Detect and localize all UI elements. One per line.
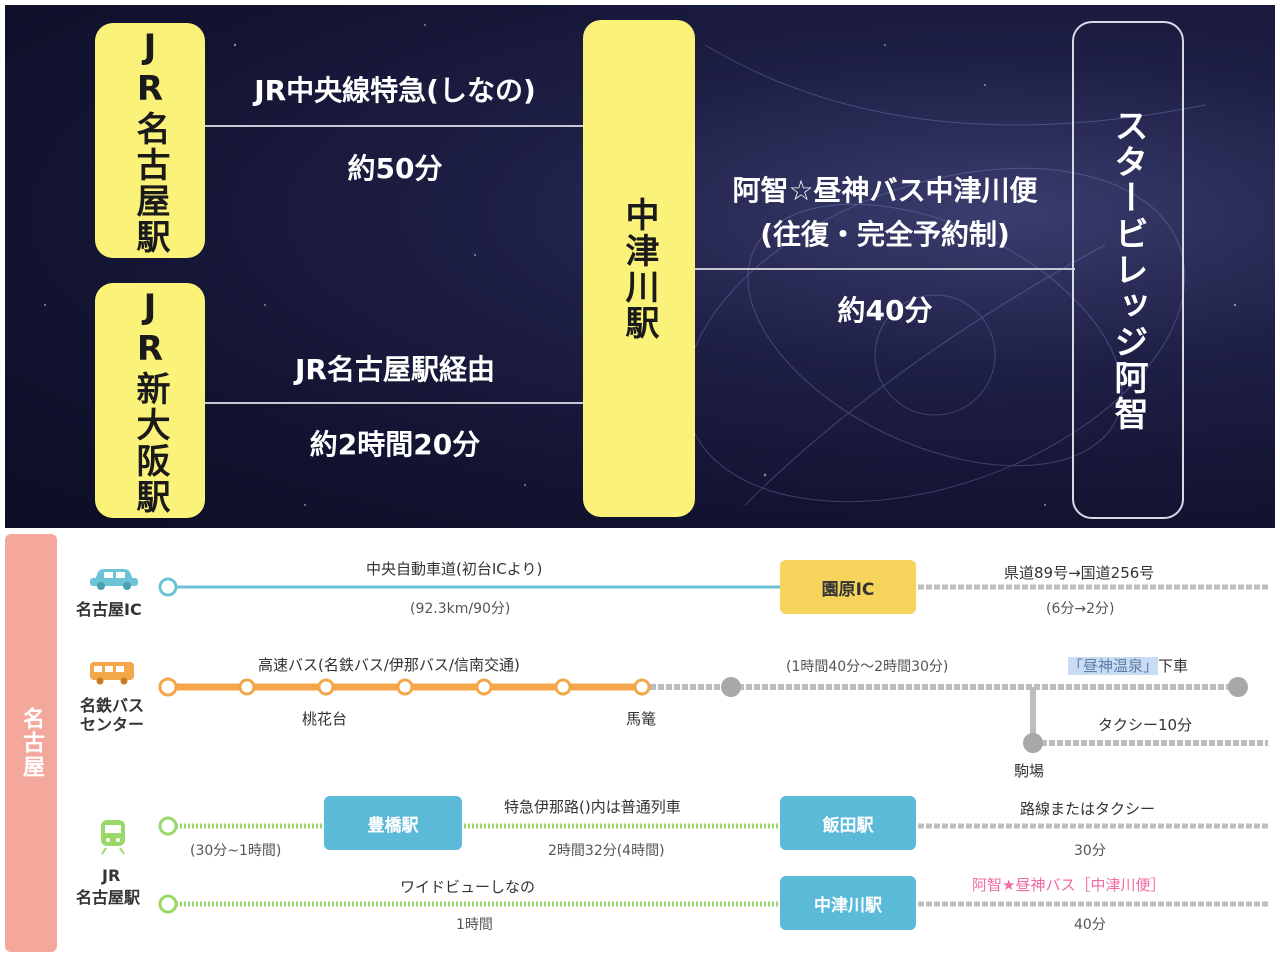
nagoya-station-label: JR名古屋駅 <box>130 26 170 255</box>
bus-stop-node <box>633 678 651 696</box>
star-village-box: スタービレッジ阿智 <box>1072 21 1184 519</box>
bus-stop-tokadai: 桃花台 <box>302 710 348 728</box>
bus-destination: 「昼神温泉」下車 <box>1068 655 1188 676</box>
route1-time: 約50分 <box>347 152 443 185</box>
route-lines-svg <box>158 577 1268 914</box>
top-route-panel: JR名古屋駅 JR新大阪駅 中津川駅 スタービレッジ阿智 JR中央線特急(しなの… <box>5 5 1275 528</box>
star-village-label: スタービレッジ阿智 <box>1108 108 1148 432</box>
car-route-detail: (92.3km/90分) <box>410 601 511 617</box>
car-next-time: (6分→2分) <box>1046 601 1115 617</box>
train-origin-node-1 <box>158 816 178 836</box>
train-origin-node-2 <box>158 894 178 914</box>
car-next-route: 県道89号→国道256号 <box>1004 564 1155 582</box>
shin-osaka-station-label: JR新大阪駅 <box>130 286 170 515</box>
route2-time: 約2時間20分 <box>309 428 481 461</box>
train-origin-label-2: 名古屋駅 <box>76 888 141 907</box>
bottom-access-map: 名古屋 <box>0 528 1280 960</box>
train-route-label: 特急伊那路()内は普通列車 <box>504 798 681 816</box>
achi-bus-time: 40分 <box>1074 917 1106 933</box>
nagoya-sidebar: 名古屋 <box>5 534 57 952</box>
bus-time: 約40分 <box>837 294 933 327</box>
bus-gray-node <box>721 677 741 697</box>
bus-time: (1時間40分～2時間30分) <box>786 659 949 675</box>
wideview-label: ワイドビューしなの <box>400 878 536 896</box>
bus-stop-node <box>238 678 256 696</box>
bus-origin-node <box>158 677 178 697</box>
toyohashi-station-box: 豊橋駅 <box>324 796 462 850</box>
bus-komaba-label: 駒場 <box>1014 762 1045 780</box>
bus-label-line1: 阿智☆昼神バス中津川便 <box>732 174 1038 207</box>
train-origin-label-1: JR <box>102 866 121 885</box>
bus-stop-node <box>554 678 572 696</box>
route2-label: JR名古屋駅経由 <box>295 353 495 386</box>
bus-origin-label-1: 名鉄バス <box>80 696 145 715</box>
wideview-time: 1時間 <box>456 917 493 933</box>
car-origin-label: 名古屋IC <box>76 600 142 619</box>
sonohara-ic-box: 園原IC <box>780 560 916 614</box>
bus-stop-node <box>396 678 414 696</box>
iida-next-label: 路線またはタクシー <box>1020 800 1156 818</box>
bus-route-label: 高速バス(名鉄バス/伊那バス/信南交通) <box>258 656 520 674</box>
car-icon <box>90 569 138 590</box>
bus-origin-label-2: センター <box>80 715 145 734</box>
route1-label: JR中央線特急(しなの) <box>254 74 536 107</box>
nagoya-station-box: JR名古屋駅 <box>95 23 205 258</box>
train-seg1-time: (30分~1時間) <box>190 843 282 859</box>
bus-stop-magome: 馬篭 <box>626 710 657 728</box>
bus-gray-node <box>1228 677 1248 697</box>
bus-taxi-label: タクシー10分 <box>1098 716 1193 734</box>
shin-osaka-station-box: JR新大阪駅 <box>95 283 205 518</box>
route-line-nagoya <box>205 125 585 127</box>
sidebar-label: 名古屋 <box>19 707 44 779</box>
train-icon <box>101 820 125 855</box>
car-origin-node <box>158 577 178 597</box>
achi-bus-label: 阿智★昼神バス［中津川便］ <box>972 876 1166 894</box>
bus-stop-node <box>317 678 335 696</box>
bus-icon <box>90 662 134 685</box>
nakatsugawa-station-label: 中津川駅 <box>619 196 659 341</box>
train-seg2-time: 2時間32分(4時間) <box>548 843 665 859</box>
iida-next-time: 30分 <box>1074 843 1106 859</box>
route-line-osaka <box>205 402 585 404</box>
iida-station-box: 飯田駅 <box>780 796 916 850</box>
bus-gray-node <box>1023 733 1043 753</box>
bus-stop-node <box>475 678 493 696</box>
bus-destination-suffix: 下車 <box>1158 657 1189 675</box>
nakatsugawa-station-box-bottom: 中津川駅 <box>780 876 916 930</box>
car-route-label: 中央自動車道(初台ICより) <box>366 560 543 578</box>
bus-label-line2: (往復・完全予約制) <box>760 218 1010 251</box>
nakatsugawa-station-box: 中津川駅 <box>583 20 695 517</box>
route-line-bus <box>695 268 1075 270</box>
bus-destination-highlight: 「昼神温泉」 <box>1068 657 1159 675</box>
